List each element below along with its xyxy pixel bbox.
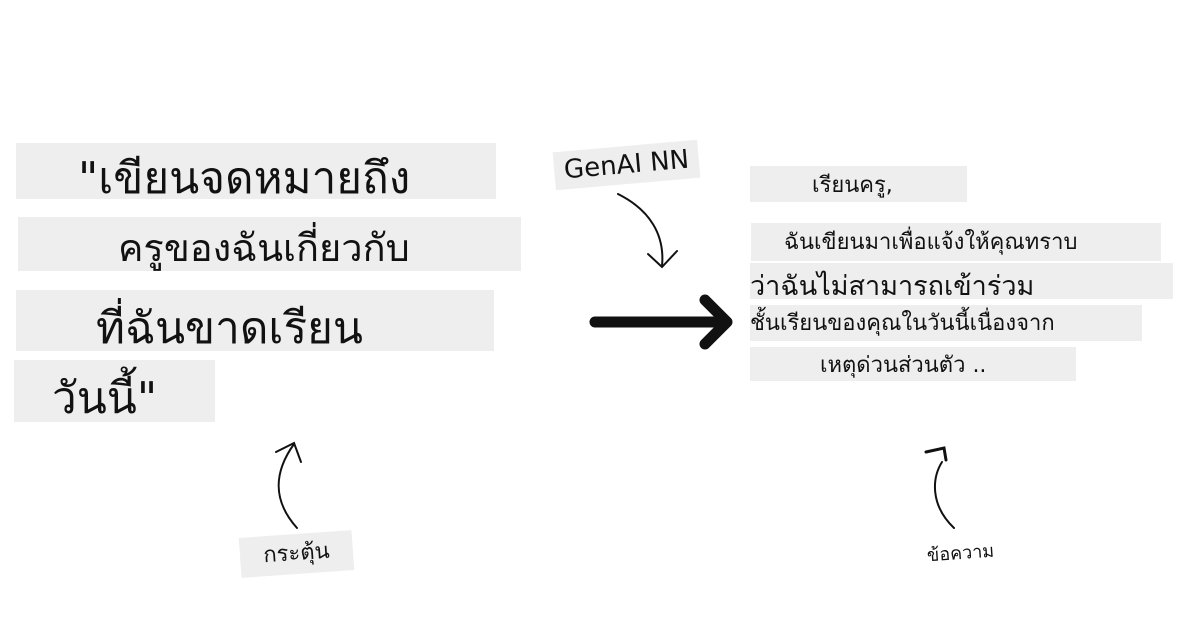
response-line-4: ชั้นเรียนของคุณในวันนี้เนื่องจาก [750, 311, 1055, 336]
model-curve-arrow-icon [617, 193, 678, 269]
prompt-strip-1 [16, 143, 496, 199]
response-strip-3 [750, 263, 1173, 299]
prompt-strip-2 [18, 217, 521, 271]
response-line-1: เรียนครู, [812, 173, 893, 198]
response-curve-arrow-icon [924, 446, 955, 529]
response-line-2: ฉันเขียนมาเพื่อแจ้งให้คุณทราบ [784, 230, 1078, 255]
response-line-5: เหตุด่วนส่วนตัว .. [820, 353, 987, 378]
prompt-line-1: "เขียนจดหมายถึง [78, 153, 411, 204]
response-line-3: ว่าฉันไม่สามารถเข้าร่วม [750, 271, 1035, 302]
prompt-strip-3 [16, 290, 494, 351]
response-strip-4 [750, 305, 1142, 341]
response-strip-2 [751, 223, 1161, 261]
prompt-line-4: วันนี้" [52, 373, 158, 424]
prompt-curve-arrow-icon [275, 441, 302, 529]
main-arrow-icon [589, 294, 733, 350]
prompt-line-3: ที่ฉันขาดเรียน [96, 303, 363, 354]
response-strip-5 [750, 347, 1076, 381]
prompt-line-2: ครูของฉันเกี่ยวกับ [118, 226, 410, 270]
response-strip-1 [750, 166, 967, 202]
prompt-strip-4 [14, 360, 215, 422]
